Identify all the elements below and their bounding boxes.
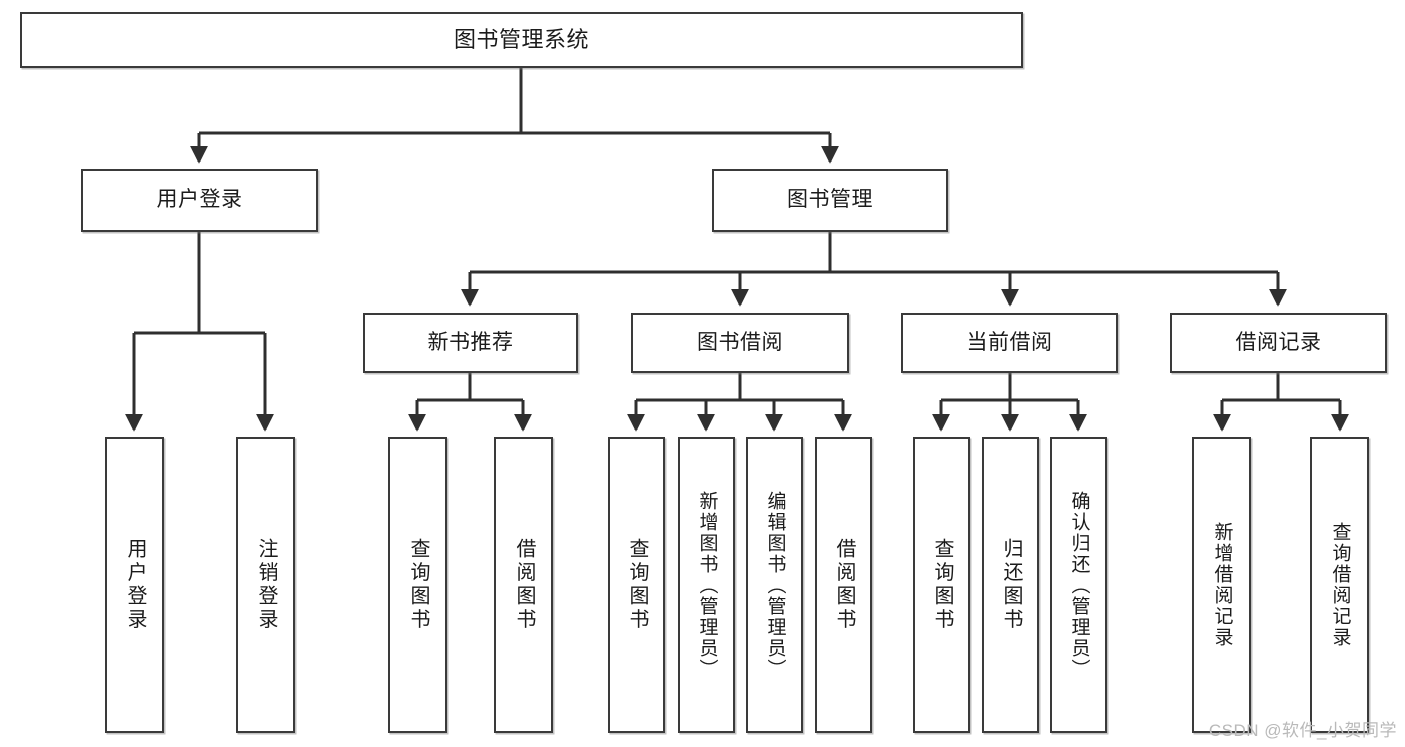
leaf-borrow-book[interactable]: 借阅图书 (815, 437, 872, 733)
leaf-logout-login[interactable]: 注销登录 (236, 437, 295, 733)
node-label: 图书借阅 (697, 330, 783, 354)
node-label: 新书推荐 (427, 330, 514, 354)
leaf-confirm-return[interactable]: 确认归还（管理员） (1050, 437, 1107, 733)
node-borrow-record[interactable]: 借阅记录 (1170, 313, 1387, 373)
node-label: 确认归还（管理员） (1068, 490, 1090, 680)
node-new-book-recommend[interactable]: 新书推荐 (363, 313, 578, 373)
node-label: 图书管理 (787, 188, 873, 212)
node-current-borrow[interactable]: 当前借阅 (901, 313, 1118, 373)
node-label: 图书管理系统 (453, 27, 589, 53)
leaf-return-book[interactable]: 归还图书 (982, 437, 1039, 733)
node-label: 借阅记录 (1235, 330, 1322, 354)
leaf-query-book-current[interactable]: 查询图书 (913, 437, 970, 733)
leaf-query-borrow-record[interactable]: 查询借阅记录 (1310, 437, 1369, 733)
leaf-borrow-book-recommend[interactable]: 借阅图书 (494, 437, 553, 733)
node-label: 查询图书 (626, 538, 648, 632)
node-label: 新增借阅记录 (1211, 522, 1233, 648)
node-label: 用户登录 (124, 538, 146, 632)
leaf-user-login[interactable]: 用户登录 (105, 437, 164, 733)
node-label: 借阅图书 (833, 538, 855, 632)
node-root-book-management-system[interactable]: 图书管理系统 (20, 12, 1023, 68)
node-label: 用户登录 (156, 188, 243, 212)
node-label: 查询借阅记录 (1329, 522, 1351, 648)
leaf-edit-book[interactable]: 编辑图书（管理员） (746, 437, 803, 733)
leaf-add-book[interactable]: 新增图书（管理员） (678, 437, 735, 733)
node-book-management[interactable]: 图书管理 (712, 169, 948, 232)
node-book-borrow[interactable]: 图书借阅 (631, 313, 849, 373)
node-user-login[interactable]: 用户登录 (81, 169, 318, 232)
node-label: 借阅图书 (513, 538, 535, 632)
csdn-watermark: CSDN @软件_小贺同学 (1208, 721, 1397, 740)
leaf-query-book-borrow[interactable]: 查询图书 (608, 437, 665, 733)
leaf-query-book-recommend[interactable]: 查询图书 (388, 437, 447, 733)
node-label: 归还图书 (1000, 538, 1022, 632)
node-label: 查询图书 (931, 538, 953, 632)
leaf-add-borrow-record[interactable]: 新增借阅记录 (1192, 437, 1251, 733)
node-label: 编辑图书（管理员） (764, 490, 786, 680)
node-label: 注销登录 (255, 538, 277, 632)
node-label: 查询图书 (407, 538, 429, 632)
node-label: 新增图书（管理员） (696, 490, 718, 680)
node-label: 当前借阅 (966, 330, 1053, 354)
